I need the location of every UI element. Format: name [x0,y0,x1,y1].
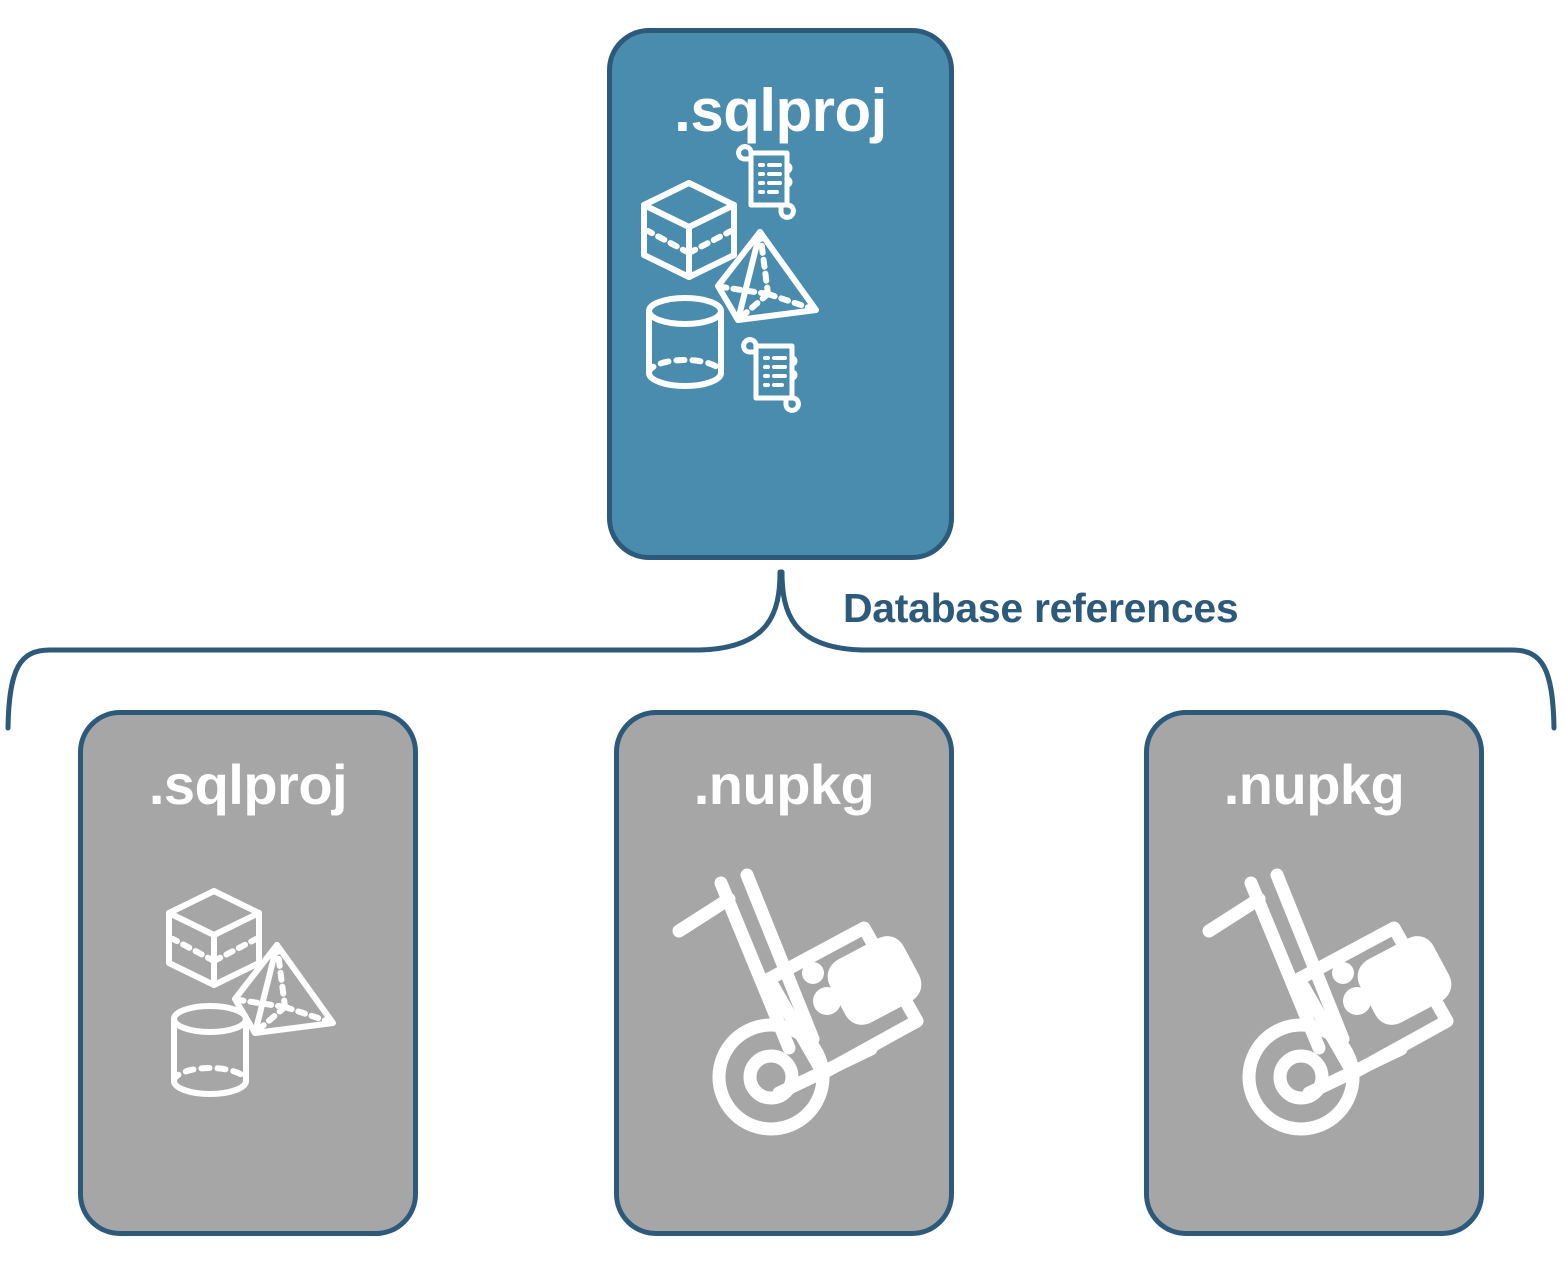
node-ref-sqlproj[interactable]: .sqlproj [78,710,418,1236]
node-ref-sqlproj-icon-group [83,813,413,1231]
node-root-sqlproj-label: .sqlproj [674,77,887,144]
node-ref-sqlproj-label: .sqlproj [148,753,348,816]
node-ref-nupkg-2[interactable]: .nupkg [1144,710,1484,1236]
bracket-label: Database references [843,585,1239,631]
hand-truck-package-icon [1202,868,1454,1136]
pyramid-wireframe-icon [232,942,336,1036]
node-ref-nupkg-1-icon-group [619,813,949,1231]
cylinder-wireframe-icon [171,1003,249,1097]
node-root-sqlproj-icon-group [612,141,949,555]
database-references-bracket [5,569,1557,731]
pyramid-wireframe-icon [715,229,819,323]
scroll-script-icon [736,144,796,220]
hand-truck-package-icon [672,868,924,1136]
cylinder-wireframe-icon [646,295,724,389]
scroll-script-icon [741,337,801,413]
node-ref-nupkg-1[interactable]: .nupkg [614,710,954,1236]
node-ref-nupkg-2-label: .nupkg [1223,753,1405,816]
node-ref-nupkg-1-label: .nupkg [693,753,875,816]
node-root-sqlproj[interactable]: .sqlproj [607,28,954,560]
cube-wireframe-icon [641,180,737,280]
cube-wireframe-icon [166,888,262,988]
node-ref-nupkg-2-icon-group [1149,813,1479,1231]
